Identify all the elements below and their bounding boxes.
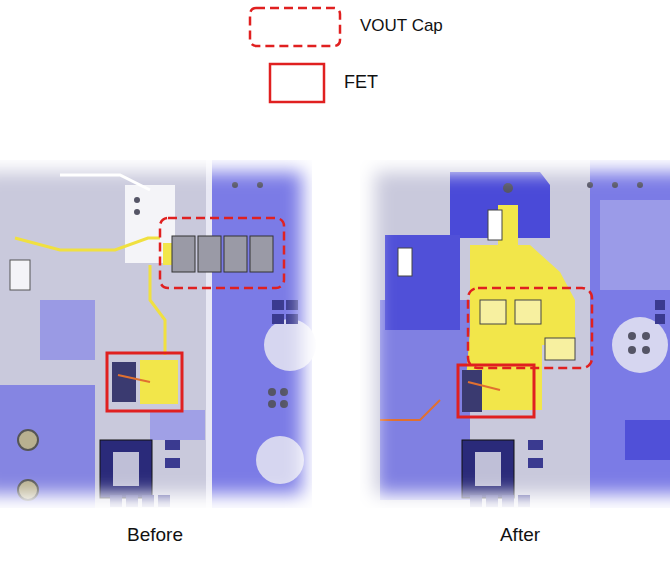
pcb-after <box>360 160 670 508</box>
legend-swatch <box>250 8 340 46</box>
legend-text: VOUT Cap <box>360 16 443 36</box>
legend-swatch <box>270 64 324 102</box>
legend-text: FET <box>344 72 378 94</box>
caption-label: Before <box>127 524 183 547</box>
caption-label: After <box>500 524 540 547</box>
pcb-before <box>0 160 316 508</box>
